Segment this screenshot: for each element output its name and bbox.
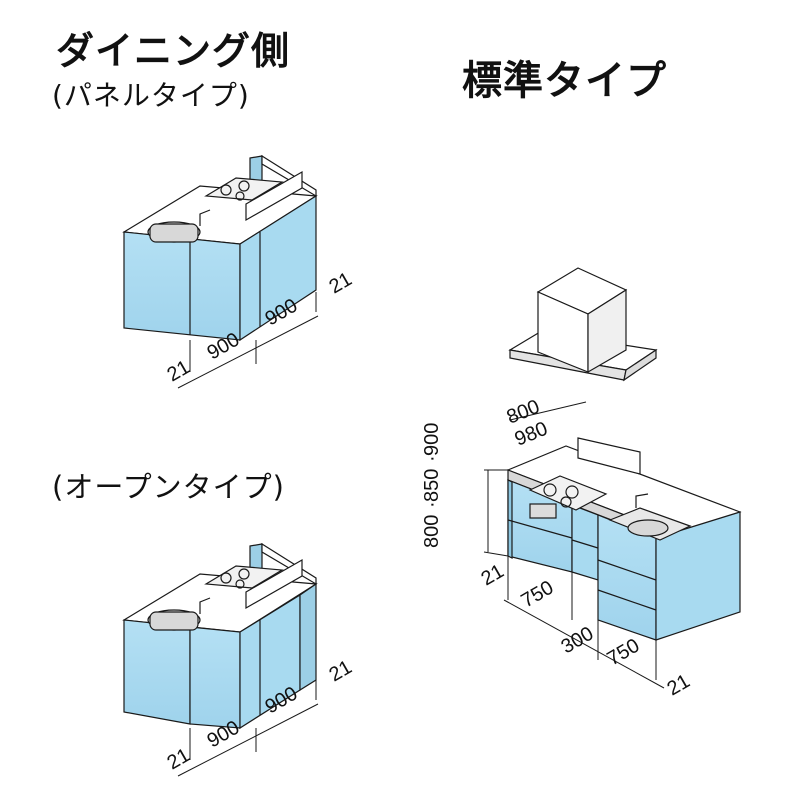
standard-type-title: 標準タイプ xyxy=(462,58,667,104)
panel-dim-right-end: 21 xyxy=(326,268,356,298)
std-dim-middle: 300 xyxy=(558,623,598,659)
standard-type-dimension-lines xyxy=(483,401,665,689)
open-type-title: (オープンタイプ) xyxy=(52,470,285,504)
panel-type-title: (パネルタイプ) xyxy=(52,79,250,112)
std-dim-module-1: 750 xyxy=(518,577,558,613)
range-hood xyxy=(508,267,658,382)
std-dim-right-end: 21 xyxy=(664,670,694,700)
std-dim-height-sep-2: · xyxy=(421,455,443,462)
std-dim-left-end: 21 xyxy=(478,560,508,590)
dining-side-title: ダイニング側 xyxy=(56,29,291,73)
standard-type-cabinet xyxy=(506,437,742,641)
std-dim-height-sep-1: · xyxy=(421,501,443,508)
open-type-cabinet xyxy=(122,542,318,730)
std-dim-height-3: 900 xyxy=(421,423,443,456)
panel-type-cabinet xyxy=(122,154,318,342)
open-dim-right-end: 21 xyxy=(326,656,356,686)
std-dim-height-1: 800 xyxy=(421,515,443,548)
panel-type-dimension-lines xyxy=(177,292,319,389)
std-dim-height-2: 850 xyxy=(421,469,443,502)
std-dim-module-2: 750 xyxy=(604,635,644,671)
open-type-dimension-lines xyxy=(177,680,319,777)
